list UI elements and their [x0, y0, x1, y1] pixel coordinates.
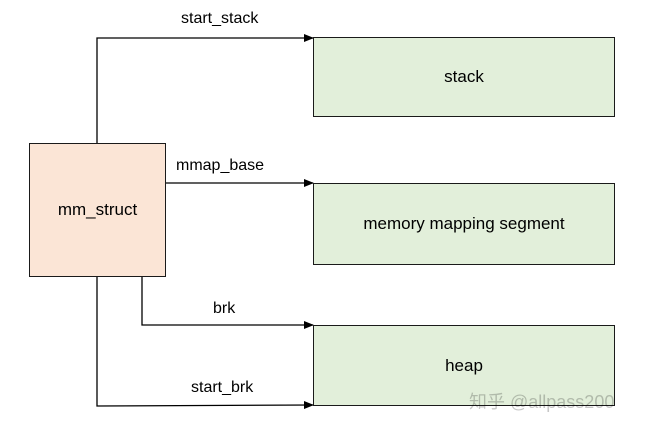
- edge-label-brk: brk: [213, 300, 236, 317]
- edge-start-brk-line: [96, 276, 314, 410]
- memory-mapping-segment-node: memory mapping segment: [313, 183, 615, 265]
- mm-struct-label: mm_struct: [57, 200, 138, 219]
- memory-mapping-segment-label: memory mapping segment: [363, 214, 565, 233]
- stack-node: stack: [313, 37, 615, 117]
- heap-node: heap: [313, 325, 615, 406]
- edge-label-mmap-base: mmap_base: [176, 157, 265, 174]
- heap-label: heap: [445, 355, 483, 375]
- edge-label-start-brk: start_brk: [191, 379, 254, 396]
- stack-label: stack: [444, 67, 484, 86]
- mm-struct-node: mm_struct: [29, 143, 166, 277]
- edge-brk-line: [141, 276, 314, 329]
- edge-label-start-stack: start_stack: [181, 10, 259, 27]
- watermark-text: 知乎 @allpass200: [469, 392, 615, 412]
- edge-start-stack-line: [96, 34, 314, 143]
